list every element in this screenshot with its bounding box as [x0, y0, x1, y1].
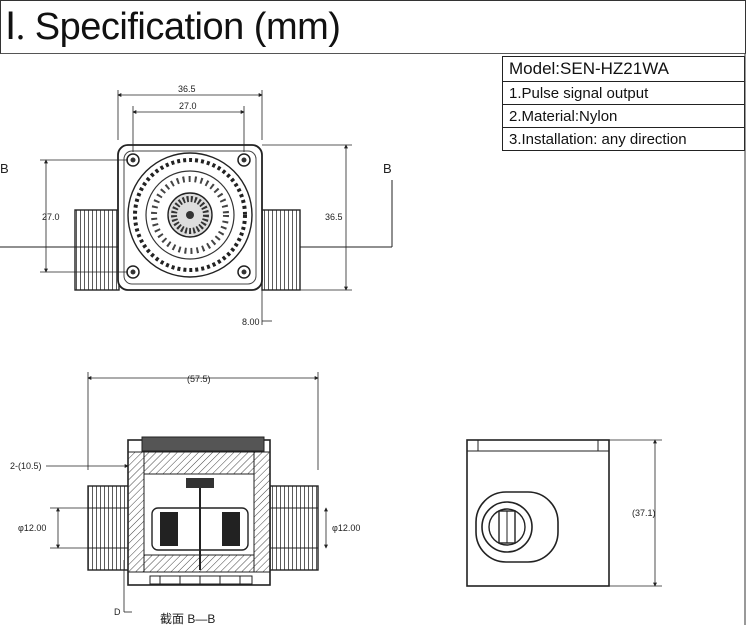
spec-row: 3.Installation: any direction — [502, 127, 745, 151]
body-inner-outline — [123, 150, 257, 285]
page-title: Ⅰ. Specification (mm) — [5, 4, 341, 49]
section-left-thread — [87, 485, 131, 571]
right-thread-port — [261, 209, 301, 291]
dim-side-height: (37.1) — [632, 508, 656, 518]
section-base — [149, 575, 253, 585]
section-view: (57.5) 2-(10.5) φ12.00 — [10, 372, 360, 625]
impeller-outer-ring — [127, 152, 253, 278]
title-text: Specification (mm) — [34, 6, 341, 48]
screw-holes — [126, 153, 251, 279]
dim-thread: 8.00 — [242, 317, 260, 327]
dim-right-height: 36.5 — [325, 212, 343, 222]
spec-row: Model:SEN-HZ21WA — [502, 56, 745, 82]
section-mark-right: B — [383, 161, 392, 176]
title-bar: Ⅰ. Specification (mm) — [0, 0, 746, 54]
impeller-blades — [151, 176, 229, 254]
dim-inner-width: 27.0 — [179, 101, 197, 111]
left-thread-port — [74, 209, 120, 291]
spec-model: Model:SEN-HZ21WA — [502, 56, 745, 82]
marker-d: D — [114, 607, 121, 617]
section-blade-left — [160, 512, 178, 546]
section-caption: 截面 B—B — [160, 612, 215, 625]
dim-wall: 2-(10.5) — [10, 461, 42, 471]
section-magnet — [186, 478, 214, 488]
side-view: (37.1) — [466, 439, 662, 587]
section-top-cavity — [143, 451, 255, 475]
top-view: B B 36.5 27.0 27.0 36.5 8.00 — [0, 84, 393, 327]
spec-table: Model:SEN-HZ21WA 1.Pulse signal output 2… — [502, 56, 745, 151]
section-right-wall — [253, 451, 271, 573]
section-blade-right — [222, 512, 240, 546]
spec-installation: 3.Installation: any direction — [502, 127, 745, 151]
impeller-shaft — [186, 211, 194, 219]
impeller-mid-ring — [145, 170, 235, 260]
dim-outer-width: 36.5 — [178, 84, 196, 94]
impeller-core — [171, 196, 209, 234]
spec-material: 2.Material:Nylon — [502, 104, 745, 128]
spec-row: 2.Material:Nylon — [502, 104, 745, 128]
section-mark-left: B — [0, 161, 9, 176]
section-lid — [141, 436, 265, 452]
dim-left-dia: φ12.00 — [18, 523, 46, 533]
dim-left-height: 27.0 — [42, 212, 60, 222]
dim-length: (57.5) — [187, 374, 211, 384]
section-left-wall — [127, 451, 145, 573]
impeller-teeth — [133, 158, 247, 272]
section-right-thread — [269, 485, 319, 571]
dim-right-dia: φ12.00 — [332, 523, 360, 533]
title-numeral: Ⅰ. — [5, 6, 25, 48]
